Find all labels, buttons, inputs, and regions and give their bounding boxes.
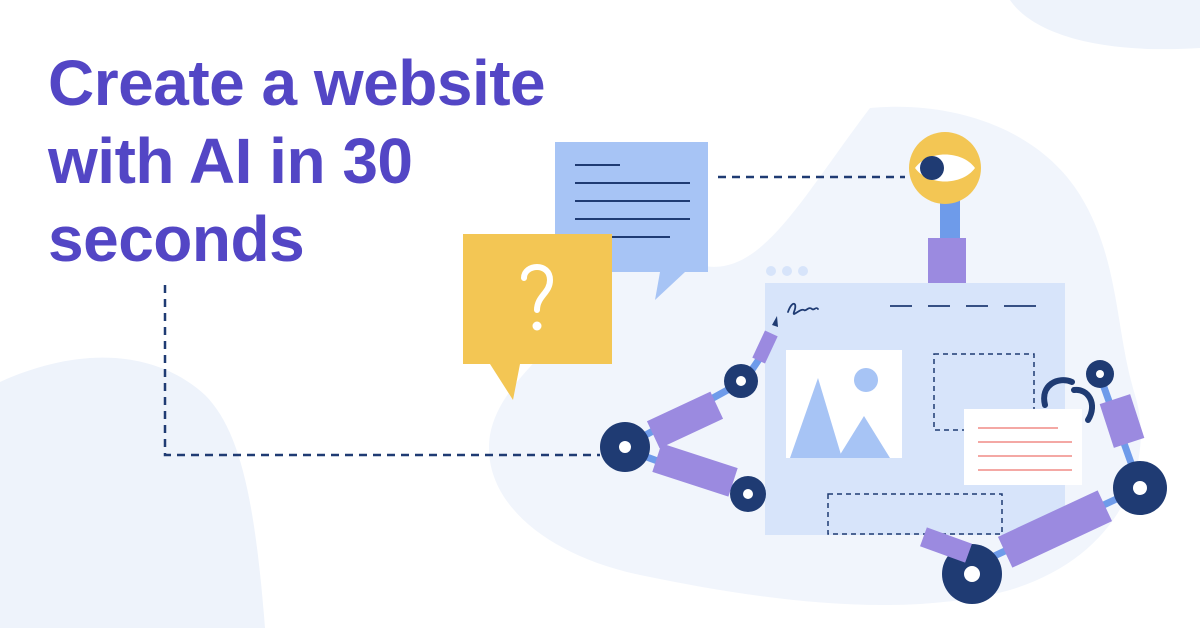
question-mark-icon xyxy=(521,264,554,331)
headline: Create a website with AI in 30 seconds xyxy=(48,44,608,278)
eye-icon xyxy=(909,132,981,204)
headline-line-1: Create a website xyxy=(48,47,546,119)
headline-line-3: seconds xyxy=(48,203,305,275)
signature-icon xyxy=(787,302,819,315)
robot-gripper-icon xyxy=(1041,377,1095,423)
text-card xyxy=(964,409,1082,485)
background-blob-top-right xyxy=(1010,0,1200,50)
robot-arm-right xyxy=(920,360,1167,604)
question-speech-bubble xyxy=(463,234,612,400)
image-placeholder-icon xyxy=(786,350,902,458)
browser-window xyxy=(765,266,1082,535)
robot-head xyxy=(909,132,981,284)
background-blob-bottom-left xyxy=(0,357,265,628)
pencil-icon xyxy=(752,316,778,364)
robot-arm-left xyxy=(600,316,778,512)
content-placeholder-bottom xyxy=(827,493,1003,535)
dashed-connector-left xyxy=(163,285,600,457)
headline-line-2: with AI in 30 xyxy=(48,125,413,197)
